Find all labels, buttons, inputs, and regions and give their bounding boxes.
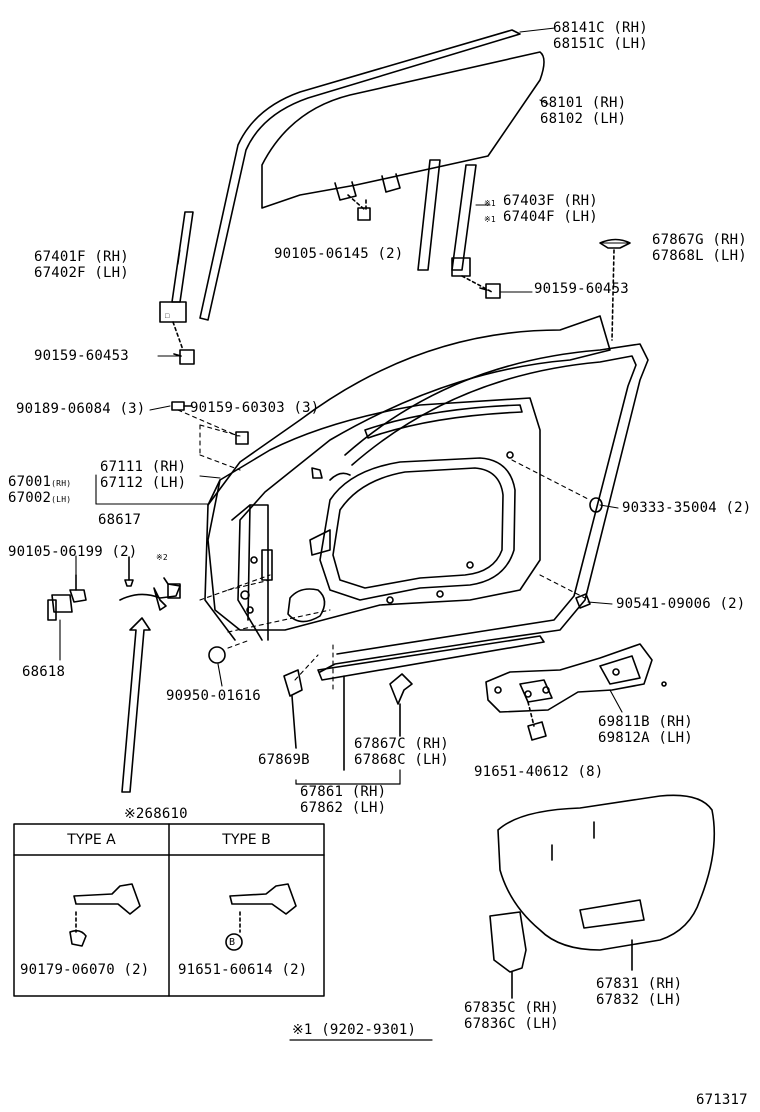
pointer-arrow-icon	[121, 617, 151, 793]
label-bolt-rear-run: 90159-60453	[34, 348, 129, 364]
door-weatherstrip	[204, 315, 649, 673]
label-clip-c-lh: 67868C (LH)	[354, 752, 449, 768]
label-stopper: 68618	[22, 664, 66, 680]
door-rh-number: 67001	[8, 474, 52, 490]
label-hinge-rh: 69811B (RH)	[598, 714, 693, 730]
label-front-run-mark: ※1	[484, 194, 496, 212]
label-glass-rh: 68101 (RH)	[540, 95, 627, 111]
label-weatherstrip-lh: 67112 (LH)	[100, 475, 187, 491]
label-moulding-rh: 68141C (RH)	[553, 20, 648, 36]
label-bracket	[295, 769, 401, 785]
door-glass	[261, 51, 545, 213]
hinge-icon	[485, 643, 667, 741]
label-front-run-rh: 67403F (RH)	[503, 193, 598, 209]
type-a-header: TYPE A	[67, 832, 116, 848]
door-lh-tag: (LH)	[51, 495, 72, 504]
window-frame-moulding	[199, 29, 521, 321]
label-hinge-lh: 69812A (LH)	[598, 730, 693, 746]
bolt-rear-run-icon	[173, 349, 195, 365]
bolt-glass-icon	[347, 194, 371, 221]
label-plug-c: 90950-01616	[166, 688, 261, 704]
label-small-cover-lh: 67836C (LH)	[464, 1016, 559, 1032]
label-mark-2: ※2	[156, 548, 168, 566]
rear-glass-run: □	[159, 211, 194, 351]
label-bolt-hinge: 91651-40612 (8)	[474, 764, 604, 780]
type-box-frame	[13, 823, 325, 997]
mark-1: ※1	[484, 199, 496, 208]
label-clip-top-rh: 67867G (RH)	[652, 232, 747, 248]
leader-lines	[59, 27, 631, 713]
label-type-b-part: 91651-60614 (2)	[178, 962, 308, 978]
mark-1-b: ※1	[484, 215, 496, 224]
label-lower-strip-lh: 67862 (LH)	[300, 800, 387, 816]
label-small-cover-rh: 67835C (RH)	[464, 1000, 559, 1016]
service-hole-cover	[497, 794, 716, 971]
clip-top-icon	[599, 238, 631, 341]
door-rh-tag: (RH)	[51, 479, 72, 488]
check-link-icon	[119, 556, 181, 611]
type-a-bracket-icon	[69, 883, 141, 947]
lower-seal-strip	[317, 635, 545, 771]
badge-b: B	[229, 937, 236, 948]
label-screw-b: 90159-60303 (3)	[190, 400, 320, 416]
type-b-header: TYPE B	[222, 832, 271, 848]
label-bolt-front-run: 90159-60453	[534, 281, 629, 297]
mark-2: ※2	[156, 553, 168, 562]
plug-b-icon	[575, 593, 591, 609]
label-lower-strip-rh: 67861 (RH)	[300, 784, 387, 800]
label-cover-lh: 67832 (LH)	[596, 992, 683, 1008]
screw-b-icon	[235, 431, 249, 445]
label-front-run-lh: 67404F (LH)	[503, 209, 598, 225]
label-check-link: ※268610	[124, 806, 188, 822]
svg-text:□: □	[165, 312, 170, 320]
label-plug-a: 90333-35004 (2)	[622, 500, 752, 516]
type-b-bracket-icon	[225, 883, 297, 951]
label-moulding-lh: 68151C (LH)	[553, 36, 648, 52]
assembly-guides	[177, 409, 591, 691]
plug-c-icon	[208, 646, 226, 664]
door-inner-panel	[207, 397, 541, 641]
label-door-rh: 67001(RH)	[8, 474, 71, 492]
label-screw-a: 90189-06084 (3)	[16, 401, 146, 417]
label-clip-b: 67869B	[258, 752, 310, 768]
label-glass-lh: 68102 (LH)	[540, 111, 627, 127]
label-rear-run-lh: 67402F (LH)	[34, 265, 129, 281]
figure-code: 671317	[696, 1092, 748, 1108]
front-glass-run	[417, 159, 493, 293]
label-clip-top-lh: 67868L (LH)	[652, 248, 747, 264]
clip-b-icon	[283, 669, 303, 749]
label-pin: 68617	[98, 512, 142, 528]
label-rear-run-rh: 67401F (RH)	[34, 249, 129, 265]
label-plug-b: 90541-09006 (2)	[616, 596, 746, 612]
label-type-a-part: 90179-06070 (2)	[20, 962, 150, 978]
small-cover	[489, 911, 527, 999]
door-lh-number: 67002	[8, 490, 52, 506]
label-cover-rh: 67831 (RH)	[596, 976, 683, 992]
label-bolt-glass: 90105-06145 (2)	[274, 246, 404, 262]
screw-a-icon	[171, 401, 193, 411]
label-weatherstrip-rh: 67111 (RH)	[100, 459, 187, 475]
bolt-front-run-icon	[479, 283, 501, 299]
label-door-lh: 67002(LH)	[8, 490, 71, 508]
label-clip-c-rh: 67867C (RH)	[354, 736, 449, 752]
label-front-run-mark-2: ※1	[484, 210, 496, 228]
clip-c-icon	[389, 673, 413, 737]
stopper-icon	[47, 574, 87, 621]
label-bolt-check: 90105-06199 (2)	[8, 544, 138, 560]
footnote: ※1 (9202-9301)	[292, 1022, 417, 1038]
